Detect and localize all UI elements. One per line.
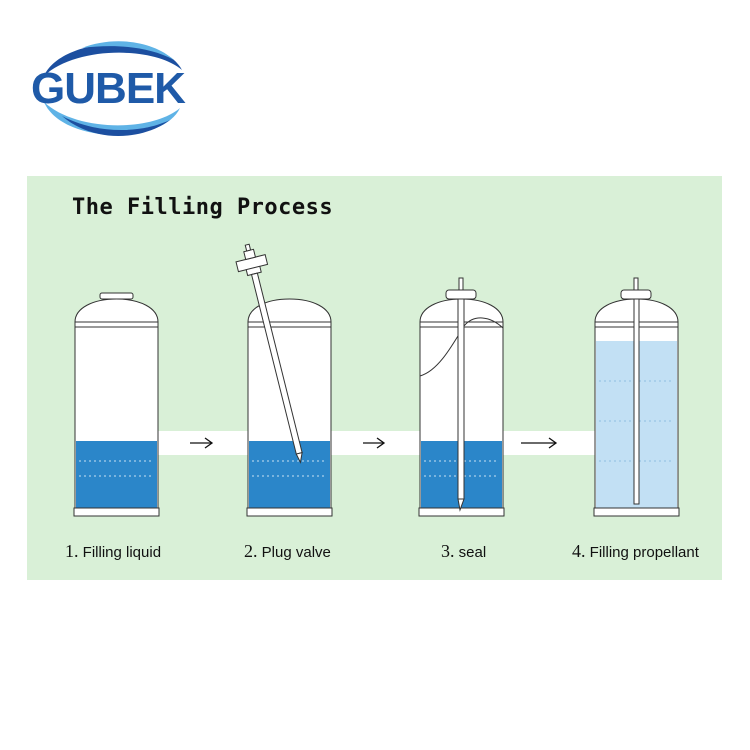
- step-number-1: 1.: [65, 541, 79, 561]
- step-text-2: Plug valve: [261, 544, 331, 561]
- diagram-title: The Filling Process: [72, 195, 334, 220]
- step-label-4: 4. Filling propellant: [572, 541, 699, 562]
- arrow-icon-2: [363, 437, 386, 449]
- step-text-1: Filling liquid: [82, 544, 162, 561]
- logo-ring-bottom-dark: [62, 116, 170, 137]
- step-label-1: 1. Filling liquid: [65, 541, 161, 562]
- logo-ring-bottom: [44, 102, 180, 136]
- step-number-2: 2.: [244, 541, 258, 561]
- filling-process-panel: The Filling Process 1. Filling liquid 2.…: [27, 176, 722, 580]
- step-label-3: 3. seal: [441, 541, 486, 562]
- logo-wordmark: GUBEK: [31, 64, 186, 113]
- arrow-icon-3: [521, 437, 558, 449]
- can-3-seal: [418, 277, 505, 517]
- arrow-icon-1: [190, 437, 214, 449]
- can-1-filling-liquid: [73, 292, 160, 517]
- step-number-4: 4.: [572, 541, 586, 561]
- step-text-4: Filling propellant: [589, 544, 699, 561]
- step-text-3: seal: [458, 544, 487, 561]
- step-number-3: 3.: [441, 541, 455, 561]
- logo-ring-top: [44, 43, 182, 76]
- can-4-filling-propellant: [593, 277, 680, 517]
- gubek-logo: GUBEK: [31, 41, 187, 137]
- step-label-2: 2. Plug valve: [244, 541, 331, 562]
- can-2-plug-valve: [235, 243, 333, 517]
- logo-ring-top-accent: [82, 41, 174, 60]
- process-diagram: [73, 243, 680, 517]
